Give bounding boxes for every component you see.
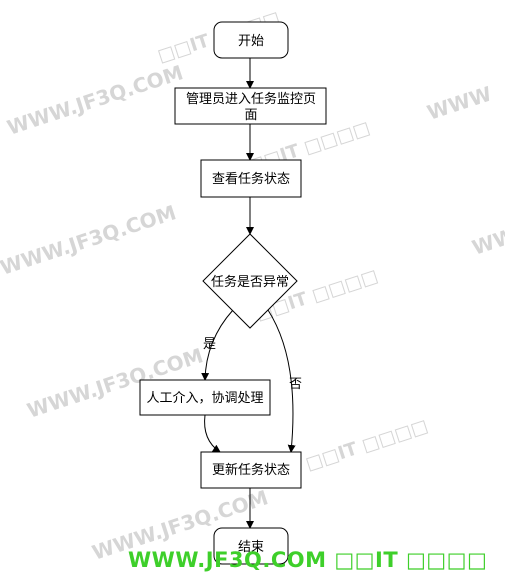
edge-label-no: 否 bbox=[289, 377, 302, 392]
watermark-3: WWW.JF3Q.COM bbox=[0, 200, 179, 279]
watermark-2: WWW bbox=[424, 81, 494, 124]
edge-manual-update bbox=[204, 414, 221, 453]
node-enter-page: 管理员进入任务监控页 面 bbox=[174, 87, 327, 125]
node-start: 开始 bbox=[213, 21, 289, 59]
watermark-4: WWW bbox=[469, 216, 505, 259]
edge-decision-update bbox=[267, 309, 296, 453]
node-manual: 人工介入，协调处理 bbox=[139, 379, 271, 416]
edges bbox=[201, 58, 296, 529]
node-enter-label-1: 管理员进入任务监控页 bbox=[186, 91, 316, 107]
footer-watermark-banner: WWW.JF3Q.COM □□IT □□□□ bbox=[128, 548, 488, 572]
node-manual-label: 人工介入，协调处理 bbox=[146, 391, 263, 406]
node-end: 结束 bbox=[213, 527, 289, 565]
node-enter-label-2: 面 bbox=[244, 108, 257, 123]
node-start-label: 开始 bbox=[238, 34, 264, 49]
node-update-label: 更新任务状态 bbox=[212, 462, 290, 478]
node-check-status: 查看任务状态 bbox=[200, 159, 302, 198]
node-decision: 任务是否异常 bbox=[202, 233, 298, 329]
watermark-1: WWW.JF3Q.COM bbox=[4, 60, 186, 139]
watermark-6b: □□IT □□□□ bbox=[303, 415, 431, 474]
node-end-label: 结束 bbox=[238, 540, 264, 555]
node-decision-label: 任务是否异常 bbox=[211, 274, 289, 290]
node-update-status: 更新任务状态 bbox=[200, 451, 302, 489]
edge-label-yes: 是 bbox=[203, 337, 216, 352]
node-check-label: 查看任务状态 bbox=[212, 171, 290, 187]
edge-decision-manual bbox=[201, 309, 234, 381]
